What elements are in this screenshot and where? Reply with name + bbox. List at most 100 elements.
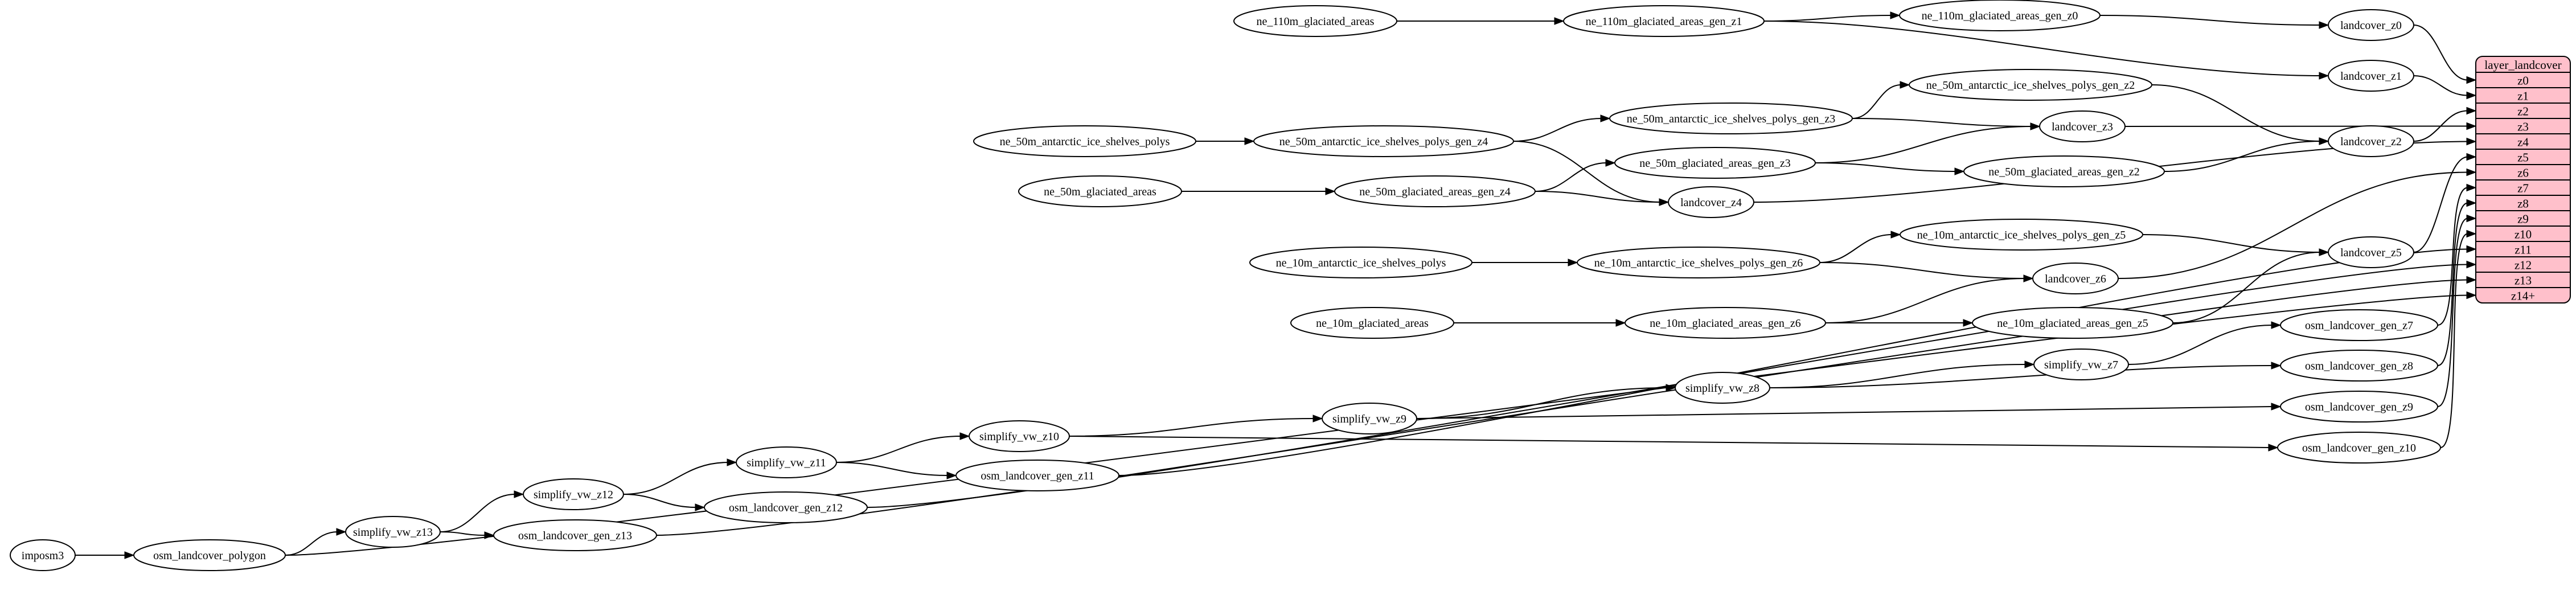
table-row-z0[interactable]: z0 [2517, 74, 2529, 88]
table-row-z13[interactable]: z13 [2515, 274, 2532, 288]
node-ellipse[interactable] [2032, 263, 2119, 294]
table-row-z14plus[interactable]: z14+ [2511, 289, 2535, 303]
node-ellipse[interactable] [493, 519, 657, 551]
node-ne_10m_glaciated_areas_gen_z5[interactable]: ne_10m_glaciated_areas_gen_z5 [1972, 307, 2173, 339]
node-ellipse[interactable] [969, 420, 1070, 452]
node-landcover_z1[interactable]: landcover_z1 [2328, 60, 2414, 92]
node-simplify_vw_z13[interactable]: simplify_vw_z13 [345, 516, 441, 548]
node-ellipse[interactable] [736, 446, 837, 478]
node-ellipse[interactable] [2328, 9, 2414, 41]
node-ne_110m_glaciated_areas_gen_z1[interactable]: ne_110m_glaciated_areas_gen_z1 [1563, 5, 1765, 37]
node-osm_landcover_polygon[interactable]: osm_landcover_polygon [133, 539, 286, 571]
node-ellipse[interactable] [2280, 350, 2438, 382]
node-imposm3[interactable]: imposm3 [10, 539, 76, 571]
node-ne_50m_glaciated_areas_gen_z3[interactable]: ne_50m_glaciated_areas_gen_z3 [1614, 147, 1816, 179]
node-osm_landcover_gen_z13[interactable]: osm_landcover_gen_z13 [493, 519, 657, 551]
node-ne_10m_antarctic_ice_shelves_polys[interactable]: ne_10m_antarctic_ice_shelves_polys [1249, 247, 1472, 278]
edge-osm_landcover_gen_z10-to-layer_landcover.z10 [2440, 229, 2477, 448]
node-ellipse[interactable] [1290, 307, 1454, 339]
node-ellipse[interactable] [1018, 175, 1182, 207]
node-ne_50m_antarctic_ice_shelves_polys[interactable]: ne_50m_antarctic_ice_shelves_polys [973, 125, 1196, 157]
node-ne_10m_antarctic_ice_shelves_polys_gen_z6[interactable]: ne_10m_antarctic_ice_shelves_polys_gen_z… [1577, 247, 1820, 278]
node-ne_110m_glaciated_areas[interactable]: ne_110m_glaciated_areas [1233, 5, 1397, 37]
node-osm_landcover_gen_z8[interactable]: osm_landcover_gen_z8 [2280, 350, 2438, 382]
table-row-z7[interactable]: z7 [2517, 182, 2529, 195]
node-osm_landcover_gen_z10[interactable]: osm_landcover_gen_z10 [2277, 432, 2441, 464]
node-ellipse[interactable] [1625, 307, 1826, 339]
table-row-z1[interactable]: z1 [2517, 89, 2529, 103]
node-simplify_vw_z10[interactable]: simplify_vw_z10 [969, 420, 1070, 452]
node-osm_landcover_gen_z9[interactable]: osm_landcover_gen_z9 [2280, 391, 2438, 423]
node-ellipse[interactable] [1899, 0, 2101, 31]
node-ne_50m_glaciated_areas_gen_z4[interactable]: ne_50m_glaciated_areas_gen_z4 [1334, 175, 1536, 207]
node-ne_10m_glaciated_areas[interactable]: ne_10m_glaciated_areas [1290, 307, 1454, 339]
node-ellipse[interactable] [1253, 125, 1514, 157]
node-ellipse[interactable] [1563, 5, 1765, 37]
node-landcover_z5[interactable]: landcover_z5 [2328, 236, 2414, 268]
node-ellipse[interactable] [2039, 110, 2126, 142]
node-ne_50m_glaciated_areas[interactable]: ne_50m_glaciated_areas [1018, 175, 1182, 207]
table-row-z9[interactable]: z9 [2517, 212, 2529, 226]
node-osm_landcover_gen_z7[interactable]: osm_landcover_gen_z7 [2280, 309, 2438, 341]
node-ellipse[interactable] [2328, 236, 2414, 268]
node-ellipse[interactable] [1972, 307, 2173, 339]
node-ellipse[interactable] [704, 491, 868, 523]
node-ellipse[interactable] [2033, 348, 2129, 380]
node-osm_landcover_gen_z12[interactable]: osm_landcover_gen_z12 [704, 491, 868, 523]
edge-path [440, 494, 516, 532]
node-ne_50m_antarctic_ice_shelves_polys_gen_z2[interactable]: ne_50m_antarctic_ice_shelves_polys_gen_z… [1909, 69, 2152, 101]
edge-landcover_z5-to-layer_landcover.z5 [2413, 153, 2477, 253]
table-row-z10[interactable]: z10 [2515, 228, 2532, 241]
node-ellipse[interactable] [2328, 60, 2414, 92]
node-ellipse[interactable] [2280, 309, 2438, 341]
node-ellipse[interactable] [523, 478, 624, 510]
node-ellipse[interactable] [955, 460, 1119, 491]
table-row-z3[interactable]: z3 [2517, 120, 2529, 134]
node-landcover_z4[interactable]: landcover_z4 [1668, 186, 1754, 218]
node-ellipse[interactable] [1577, 247, 1820, 278]
node-ellipse[interactable] [133, 539, 286, 571]
node-ellipse[interactable] [1233, 5, 1397, 37]
node-ne_50m_antarctic_ice_shelves_polys_gen_z4[interactable]: ne_50m_antarctic_ice_shelves_polys_gen_z… [1253, 125, 1514, 157]
node-ellipse[interactable] [1900, 219, 2143, 251]
node-ellipse[interactable] [1668, 186, 1754, 218]
node-osm_landcover_gen_z11[interactable]: osm_landcover_gen_z11 [955, 460, 1119, 491]
node-ellipse[interactable] [10, 539, 76, 571]
node-ellipse[interactable] [973, 125, 1196, 157]
node-ellipse[interactable] [2280, 391, 2438, 423]
table-row-z8[interactable]: z8 [2517, 197, 2529, 211]
node-ne_10m_antarctic_ice_shelves_polys_gen_z5[interactable]: ne_10m_antarctic_ice_shelves_polys_gen_z… [1900, 219, 2143, 251]
table-row-z4[interactable]: z4 [2517, 136, 2529, 149]
node-ellipse[interactable] [1614, 147, 1816, 179]
table-row-z6[interactable]: z6 [2517, 166, 2529, 180]
node-ellipse[interactable] [345, 516, 441, 548]
node-landcover_z3[interactable]: landcover_z3 [2039, 110, 2126, 142]
node-ellipse[interactable] [2328, 125, 2414, 157]
node-landcover_z0[interactable]: landcover_z0 [2328, 9, 2414, 41]
table-row-z5[interactable]: z5 [2517, 151, 2529, 165]
node-simplify_vw_z9[interactable]: simplify_vw_z9 [1322, 403, 1417, 434]
node-ellipse[interactable] [2277, 432, 2441, 464]
node-landcover_z2[interactable]: landcover_z2 [2328, 125, 2414, 157]
node-ellipse[interactable] [1334, 175, 1536, 207]
node-ne_110m_glaciated_areas_gen_z0[interactable]: ne_110m_glaciated_areas_gen_z0 [1899, 0, 2101, 31]
node-ellipse[interactable] [1322, 403, 1417, 434]
node-ne_10m_glaciated_areas_gen_z6[interactable]: ne_10m_glaciated_areas_gen_z6 [1625, 307, 1826, 339]
node-ne_50m_glaciated_areas_gen_z2[interactable]: ne_50m_glaciated_areas_gen_z2 [1963, 155, 2165, 187]
table-row-z11[interactable]: z11 [2515, 243, 2532, 257]
table-row-z2[interactable]: z2 [2517, 105, 2529, 118]
node-simplify_vw_z8[interactable]: simplify_vw_z8 [1675, 372, 1770, 404]
node-ne_50m_antarctic_ice_shelves_polys_gen_z3[interactable]: ne_50m_antarctic_ice_shelves_polys_gen_z… [1609, 102, 1853, 134]
node-ellipse[interactable] [1675, 372, 1770, 404]
node-ellipse[interactable] [1609, 102, 1853, 134]
node-simplify_vw_z7[interactable]: simplify_vw_z7 [2033, 348, 2129, 380]
node-simplify_vw_z12[interactable]: simplify_vw_z12 [523, 478, 624, 510]
node-simplify_vw_z11[interactable]: simplify_vw_z11 [736, 446, 837, 478]
node-landcover_z6[interactable]: landcover_z6 [2032, 263, 2119, 294]
node-ellipse[interactable] [1909, 69, 2152, 101]
edge-arrowhead [2319, 21, 2329, 29]
node-ellipse[interactable] [1249, 247, 1472, 278]
edge-arrowhead [2024, 360, 2035, 368]
node-ellipse[interactable] [1963, 155, 2165, 187]
table-row-z12[interactable]: z12 [2515, 259, 2532, 272]
